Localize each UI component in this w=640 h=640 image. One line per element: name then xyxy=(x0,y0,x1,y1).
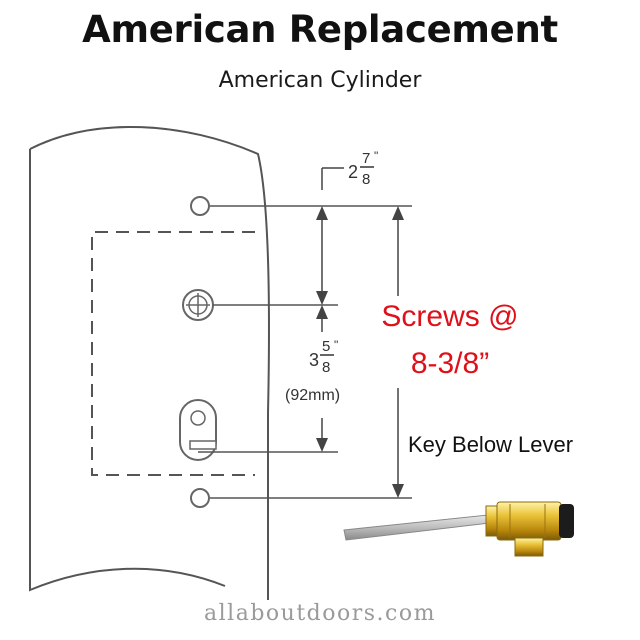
key-below-lever-note: Key Below Lever xyxy=(408,432,574,457)
dimension-screws xyxy=(392,206,404,498)
lever-hub xyxy=(182,289,214,321)
dim-top-whole: 2 xyxy=(348,162,358,182)
dim-top-denominator: 8 xyxy=(362,171,370,188)
page-title: American Replacement xyxy=(82,8,558,51)
cylinder-face xyxy=(559,504,574,538)
key-cylinder-image xyxy=(343,501,574,557)
watermark: allaboutdoors.com xyxy=(204,601,436,626)
dim-mid-numerator: 5 xyxy=(322,338,330,355)
dim-mid-denominator: 8 xyxy=(322,359,330,376)
dimension-top-label: 2 7 8 " xyxy=(348,149,378,188)
screws-spacing-line2: 8-3/8” xyxy=(410,347,490,380)
top-screw-hole xyxy=(190,196,210,216)
cylinder-tailpiece xyxy=(343,514,491,541)
dimension-middle-label: 3 5 8 " (92mm) xyxy=(285,338,340,404)
extension-lines xyxy=(198,205,412,499)
dim-mid-whole: 3 xyxy=(309,350,319,370)
cylinder-cutout xyxy=(179,399,217,461)
page-subtitle: American Cylinder xyxy=(218,68,422,93)
cylinder-body xyxy=(496,501,562,541)
cylinder-flange xyxy=(514,537,544,557)
dim-mid-metric: (92mm) xyxy=(285,387,340,404)
dim-top-unit: " xyxy=(374,149,378,163)
cylinder-ring xyxy=(485,505,499,537)
screws-spacing-line1: Screws @ xyxy=(381,300,519,333)
dimension-top xyxy=(316,167,344,305)
dim-mid-unit: " xyxy=(334,338,338,352)
dimension-middle xyxy=(316,305,328,452)
door-edge-outline xyxy=(29,125,270,600)
dim-top-numerator: 7 xyxy=(362,150,370,167)
mortise-dashed-outline xyxy=(91,231,255,476)
bottom-screw-hole xyxy=(190,488,210,508)
